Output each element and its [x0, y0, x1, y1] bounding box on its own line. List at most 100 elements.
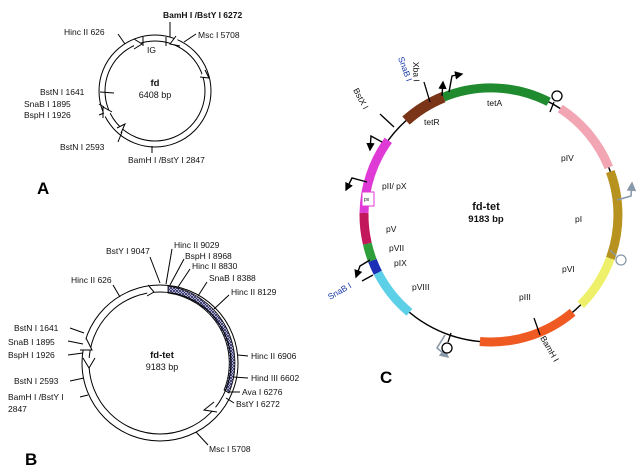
fdtet-c-site-tick — [379, 113, 395, 128]
gene-arc-pix — [368, 258, 382, 275]
fdtet-b-site-bsty6272: BstY I 6272 — [236, 399, 280, 409]
gene-arc-pv — [359, 212, 372, 245]
fdtet-b-site-tick — [69, 377, 85, 382]
fdtet-b-site-tick — [177, 268, 191, 288]
fd-ring-outer — [98, 34, 212, 148]
fdtet-b-gene-arrow — [202, 401, 218, 413]
fdtet-b-site-bstn1641: BstN I 1641 — [14, 323, 59, 333]
fdtet-b-site-bamh2847: BamH I /BstY I — [8, 392, 64, 402]
fdtet-c-promoter-arrow — [345, 177, 368, 192]
fd-site-tick — [117, 33, 126, 45]
fdtet-c-gene-px: px — [364, 197, 370, 203]
fd-gene-arrow — [199, 69, 210, 79]
fdtet-c-site-snab-top: SnaB I — [396, 55, 414, 82]
fdtet-b-site-bsph1926: BspH I 1926 — [8, 350, 55, 360]
fdtet-c-site-tick — [533, 317, 541, 336]
fd-site-tick — [183, 33, 197, 43]
fdtet-c-gene-tetr: tetR — [424, 117, 440, 127]
fdtet-b-site-tick — [79, 394, 89, 398]
fdtet-c-gene-pi: pI — [575, 214, 582, 224]
fdtet-c-gene-pix: pIX — [394, 258, 407, 268]
gene-arc-tetr — [402, 92, 446, 125]
fdtet-b-site-hinc6906: Hinc II 6906 — [251, 351, 297, 361]
fdtet-b-site-tick — [237, 354, 249, 357]
fd-site-bamh1-top: BamH I /BstY I 6272 — [163, 10, 242, 20]
fdtet-b-site-hinc9029: Hinc II 9029 — [174, 240, 220, 250]
fd-site-hinc: Hinc II 626 — [64, 27, 105, 37]
fdtet-c-gene-teta: tetA — [487, 98, 502, 108]
fdtet-c-terminator — [441, 342, 453, 354]
fdtet-b-site-bsph8968: BspH I 8968 — [185, 251, 232, 261]
fdtet-c-gene-piii: pIII — [519, 292, 531, 302]
fdtet-tet-insert — [167, 285, 236, 394]
fdtet-b-gene-arrow — [80, 337, 93, 351]
fdtet-c-terminator-stem — [609, 249, 617, 257]
fdtet-b-size: 9183 bp — [146, 362, 179, 372]
fdtet-b-site-tick — [197, 281, 208, 297]
fdtet-b-site-hinc8129: Hinc II 8129 — [231, 287, 277, 297]
fdtet-b-site-tick — [225, 397, 235, 404]
gene-arc-pvi — [577, 256, 615, 308]
fdtet-c-site-tick — [423, 81, 431, 103]
panel-c-letter: C — [380, 368, 392, 387]
fdtet-c-terminator — [615, 254, 627, 266]
fdtet-b-site-tick — [69, 327, 85, 334]
fd-ig-label: IG — [147, 45, 156, 55]
panel-a-letter: A — [37, 179, 49, 198]
fd-site-bamh1-bottom: BamH I /BstY I 2847 — [128, 155, 205, 165]
fd-site-bsph: BspH I 1926 — [24, 110, 71, 120]
fdtet-c-promoter-arrow — [366, 134, 383, 152]
fdtet-c-promoter-arrow — [616, 181, 637, 201]
panel-a: A IG fd 6408 bp BamH I /BstY I 6272 Msc … — [24, 10, 242, 198]
fd-size: 6408 bp — [139, 90, 172, 100]
gene-arc-piv — [557, 104, 613, 170]
fdtet-b-site-tick — [112, 284, 121, 298]
fdtet-c-size: 9183 bp — [468, 214, 504, 225]
fdtet-b-site-ava6276: Ava I 6276 — [242, 387, 283, 397]
fdtet-b-site-hinc8830: Hinc II 8830 — [192, 261, 238, 271]
fdtet-b-site-tick — [67, 352, 84, 356]
fdtet-b-gene-arrow — [146, 284, 155, 297]
fd-site-msc: Msc I 5708 — [198, 30, 240, 40]
fd-gene-arrow — [133, 38, 143, 50]
fdtet-c-promoter-arrow — [354, 259, 371, 279]
fdtet-c-px-box — [361, 191, 375, 207]
fdtet-b-site-tick — [165, 248, 173, 285]
fdtet-c-gene-piipx: pII/ pX — [382, 181, 407, 191]
fd-site-bstn2593: BstN I 2593 — [60, 142, 105, 152]
fdtet-c-terminator-stem — [447, 332, 452, 343]
panel-c: C px fd-tet 9183 bp tetA tetR pIV pI pVI… — [326, 55, 637, 387]
fd-ring-inner — [104, 40, 206, 142]
panel-b: B fd-tet 9183 bp BstY I 9047 Hinc II 902… — [8, 240, 299, 469]
fdtet-b-site-tick — [195, 431, 209, 446]
fdtet-c-promoter-arrow — [435, 334, 450, 359]
fd-gene-arrow — [102, 106, 113, 118]
gene-arc-teta — [441, 83, 551, 106]
fdtet-c-gene-pvi: pVI — [562, 264, 575, 274]
fdtet-c-gene-pviii: pVIII — [412, 282, 429, 292]
fdtet-c-site-tick — [361, 274, 374, 282]
fdtet-c-gene-pv: pV — [386, 224, 397, 234]
fdtet-b-name: fd-tet — [150, 350, 175, 361]
fdtet-b-site-bamh2847-pos: 2847 — [8, 404, 27, 414]
fdtet-b-site-tick — [213, 294, 230, 310]
fdtet-c-gene-piv: pIV — [561, 153, 574, 163]
fdtet-b-ring-outer — [81, 284, 239, 442]
fdtet-b-site-snab1895: SnaB I 1895 — [8, 337, 55, 347]
fd-site-snab: SnaB I 1895 — [24, 99, 71, 109]
fdtet-b-site-hind6602: Hind III 6602 — [251, 373, 299, 383]
gene-arc-pvii — [362, 242, 377, 263]
fdtet-b-site-tick — [232, 376, 249, 379]
fd-gene-arrow — [116, 122, 127, 134]
fdtet-c-terminator — [551, 90, 563, 102]
fdtet-b-site-tick — [149, 256, 161, 284]
fdtet-b-site-tick — [169, 258, 185, 286]
fdtet-b-site-hinc626: Hinc II 626 — [71, 275, 112, 285]
fd-site-tick — [117, 131, 123, 143]
fdtet-c-promoter-arrow — [448, 71, 464, 93]
fdtet-b-gene-arrow — [82, 357, 96, 369]
fdtet-b-site-bstn2593: BstN I 2593 — [14, 376, 59, 386]
gene-arc-piii — [479, 308, 576, 347]
gene-arc-pi — [606, 170, 623, 260]
